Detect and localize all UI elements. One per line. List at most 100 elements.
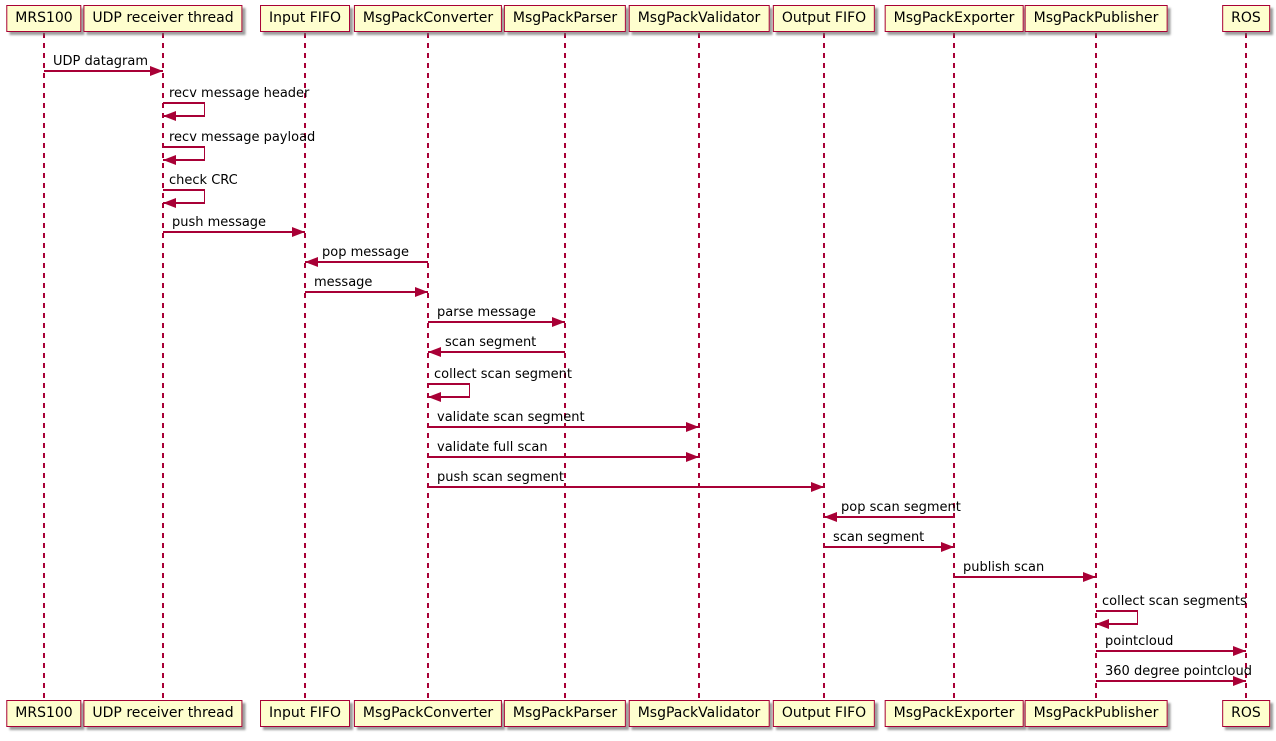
message-scan-segment-line: [428, 351, 565, 353]
participant-top-output-fifo: Output FIFO: [772, 5, 876, 32]
participant-top-msgpackpublisher: MsgPackPublisher: [1024, 5, 1168, 32]
participant-label: MRS100: [15, 705, 73, 721]
message-publish-scan-line: [954, 576, 1096, 578]
arrowhead-icon: [150, 66, 163, 76]
participant-top-msgpackvalidator: MsgPackValidator: [628, 5, 770, 32]
lifeline-udp-receiver-thread: [162, 33, 164, 701]
message-recv-message-payload-loop-top: [163, 146, 205, 148]
message-pointcloud-line: [1096, 650, 1246, 652]
participant-bottom-output-fifo: Output FIFO: [772, 700, 876, 727]
arrowhead-icon: [941, 542, 954, 552]
message-validate-scan-segment-line: [428, 426, 699, 428]
participant-label: UDP receiver thread: [92, 705, 234, 721]
message-collect-scan-segments-loop-bottom: [1096, 623, 1138, 625]
message-collect-scan-segment-loop-top: [428, 383, 470, 385]
participant-top-msgpackconverter: MsgPackConverter: [353, 5, 503, 32]
arrowhead-icon: [1233, 676, 1246, 686]
message-udp-datagram-line: [44, 70, 163, 72]
lifeline-ros: [1245, 33, 1247, 701]
message-recv-message-payload-loop-side: [203, 147, 205, 160]
participant-top-ros: ROS: [1222, 5, 1270, 32]
participant-label: Output FIFO: [781, 705, 867, 721]
participant-label: MsgPackConverter: [362, 10, 494, 26]
message-collect-scan-segments-loop-top: [1096, 610, 1138, 612]
arrowhead-icon: [811, 482, 824, 492]
participant-top-mrs100: MRS100: [6, 5, 82, 32]
participant-label: MsgPackExporter: [893, 705, 1015, 721]
participant-label: MsgPackPublisher: [1033, 10, 1159, 26]
message-scan-segment-line: [824, 546, 954, 548]
message-push-message-label: push message: [172, 215, 267, 230]
message-recv-message-payload-label: recv message payload: [169, 130, 316, 145]
participant-bottom-msgpackpublisher: MsgPackPublisher: [1024, 700, 1168, 727]
arrowhead-icon: [163, 111, 176, 121]
participant-top-msgpackexporter: MsgPackExporter: [884, 5, 1024, 32]
message-validate-scan-segment-label: validate scan segment: [437, 410, 585, 425]
message-validate-full-scan-line: [428, 456, 699, 458]
participant-label: MsgPackValidator: [637, 705, 761, 721]
message-scan-segment-label: scan segment: [833, 530, 925, 545]
participant-bottom-ros: ROS: [1222, 700, 1270, 727]
message-message-label: message: [314, 275, 373, 290]
message-pop-message-label: pop message: [322, 245, 410, 260]
participant-label: Input FIFO: [269, 10, 341, 26]
arrowhead-icon: [686, 422, 699, 432]
participant-bottom-input-fifo: Input FIFO: [260, 700, 350, 727]
participant-label: ROS: [1231, 10, 1261, 26]
lifeline-input-fifo: [304, 33, 306, 701]
participant-label: Input FIFO: [269, 705, 341, 721]
arrowhead-icon: [428, 392, 441, 402]
arrowhead-icon: [686, 452, 699, 462]
message-push-scan-segment-label: push scan segment: [437, 470, 564, 485]
message-recv-message-header-loop-top: [163, 102, 205, 104]
message-check-crc-loop-side: [203, 190, 205, 203]
participant-top-msgpackparser: MsgPackParser: [503, 5, 627, 32]
message-pop-scan-segment-line: [824, 516, 954, 518]
arrowhead-icon: [415, 287, 428, 297]
participant-top-input-fifo: Input FIFO: [260, 5, 350, 32]
message-push-scan-segment-line: [428, 486, 824, 488]
participant-bottom-msgpackvalidator: MsgPackValidator: [628, 700, 770, 727]
arrowhead-icon: [305, 257, 318, 267]
participant-label: MsgPackExporter: [893, 10, 1015, 26]
message-collect-scan-segment-loop-bottom: [428, 396, 470, 398]
message-360-degree-pointcloud-label: 360 degree pointcloud: [1105, 664, 1252, 679]
message-parse-message-line: [428, 321, 565, 323]
participant-label: UDP receiver thread: [92, 10, 234, 26]
lifeline-msgpackexporter: [953, 33, 955, 701]
lifeline-msgpackparser: [564, 33, 566, 701]
participant-bottom-mrs100: MRS100: [6, 700, 82, 727]
participant-label: MsgPackValidator: [637, 10, 761, 26]
participant-bottom-msgpackconverter: MsgPackConverter: [353, 700, 503, 727]
message-scan-segment-label: scan segment: [445, 335, 537, 350]
participant-label: Output FIFO: [781, 10, 867, 26]
message-check-crc-label: check CRC: [169, 173, 238, 188]
arrowhead-icon: [163, 155, 176, 165]
lifeline-output-fifo: [823, 33, 825, 701]
message-publish-scan-label: publish scan: [963, 560, 1045, 575]
participant-label: MRS100: [15, 10, 73, 26]
lifeline-msgpackconverter: [427, 33, 429, 701]
participant-label: MsgPackPublisher: [1033, 705, 1159, 721]
lifeline-mrs100: [43, 33, 45, 701]
message-collect-scan-segment-label: collect scan segment: [434, 367, 572, 382]
message-pop-scan-segment-label: pop scan segment: [841, 500, 961, 515]
message-parse-message-label: parse message: [437, 305, 536, 320]
message-validate-full-scan-label: validate full scan: [437, 440, 548, 455]
participant-top-udp-receiver-thread: UDP receiver thread: [83, 5, 243, 32]
message-message-line: [305, 291, 428, 293]
message-recv-message-payload-loop-bottom: [163, 159, 205, 161]
message-recv-message-header-loop-side: [203, 103, 205, 116]
participant-bottom-udp-receiver-thread: UDP receiver thread: [83, 700, 243, 727]
participant-bottom-msgpackexporter: MsgPackExporter: [884, 700, 1024, 727]
message-check-crc-loop-top: [163, 189, 205, 191]
message-recv-message-header-label: recv message header: [169, 86, 310, 101]
message-check-crc-loop-bottom: [163, 202, 205, 204]
lifeline-msgpackpublisher: [1095, 33, 1097, 701]
arrowhead-icon: [1096, 619, 1109, 629]
message-push-message-line: [163, 231, 305, 233]
arrowhead-icon: [552, 317, 565, 327]
message-recv-message-header-loop-bottom: [163, 115, 205, 117]
participant-label: MsgPackParser: [512, 10, 618, 26]
